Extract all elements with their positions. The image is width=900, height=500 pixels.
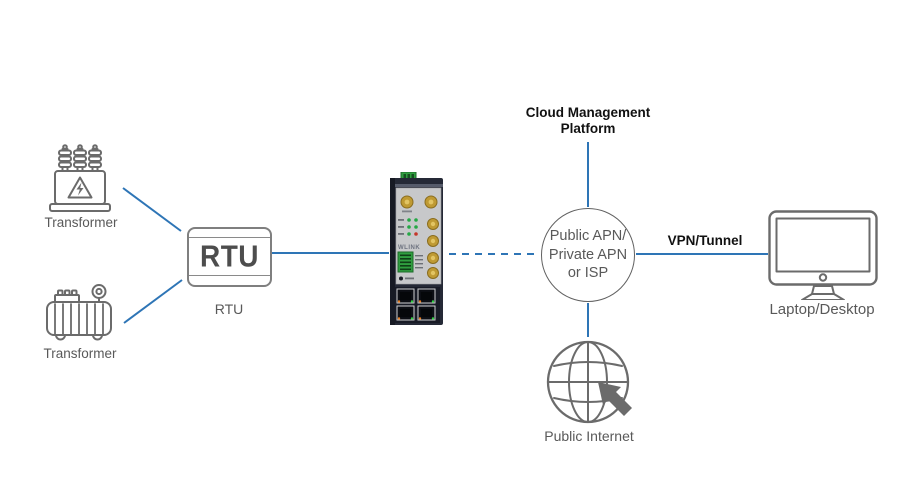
gauge-icon [91, 284, 107, 299]
cooling-fins [54, 303, 104, 335]
serial-terminal-block [397, 251, 423, 273]
rtu-node: RTU [187, 227, 272, 287]
monitor-icon [768, 210, 878, 300]
cloud-management-label: Cloud Management Platform [525, 105, 651, 136]
edge-transformer-bottom-rtu [123, 279, 183, 324]
transformer-top-icon [49, 144, 111, 212]
transformer-bottom-icon [46, 284, 112, 341]
monitor-stand-base [801, 293, 845, 300]
edge-transformer-top-rtu [122, 187, 182, 232]
transformer-base [49, 203, 111, 212]
apn-isp-text: Public APN/ Private APN or ISP [548, 228, 628, 282]
transformer-top-label: Transformer [44, 215, 118, 230]
transformer-bottom-label: Transformer [43, 346, 117, 361]
monitor-button [818, 273, 828, 282]
monitor-screen [775, 217, 871, 273]
vpn-tunnel-label: VPN/Tunnel [667, 233, 743, 248]
laptop-desktop-label: Laptop/Desktop [769, 301, 875, 318]
status-leds [398, 218, 418, 236]
public-internet-label: Public Internet [544, 428, 634, 444]
apn-isp-node: Public APN/ Private APN or ISP [541, 208, 635, 302]
router-brand-text: WLINK [398, 245, 420, 251]
monitor-stand-neck [811, 285, 835, 295]
lightning-bolt-icon [76, 182, 84, 196]
rtu-top-line [189, 237, 270, 238]
ethernet-ports [395, 287, 440, 323]
transformer-feet [55, 334, 103, 341]
wlink-router-image: WLINK [390, 172, 443, 325]
warning-triangle-icon [67, 176, 93, 199]
globe-latitude-top [553, 361, 623, 367]
reset-button [399, 276, 403, 281]
terminal-bar [54, 294, 80, 303]
antenna-connectors [400, 195, 439, 279]
cursor-arrow-icon [598, 382, 632, 416]
globe-icon [546, 340, 632, 424]
rtu-box-text: RTU [199, 239, 260, 274]
monitor-bezel [768, 210, 878, 286]
rtu-label: RTU [214, 301, 244, 317]
bushings [58, 144, 102, 173]
rtu-bottom-line [189, 275, 270, 276]
